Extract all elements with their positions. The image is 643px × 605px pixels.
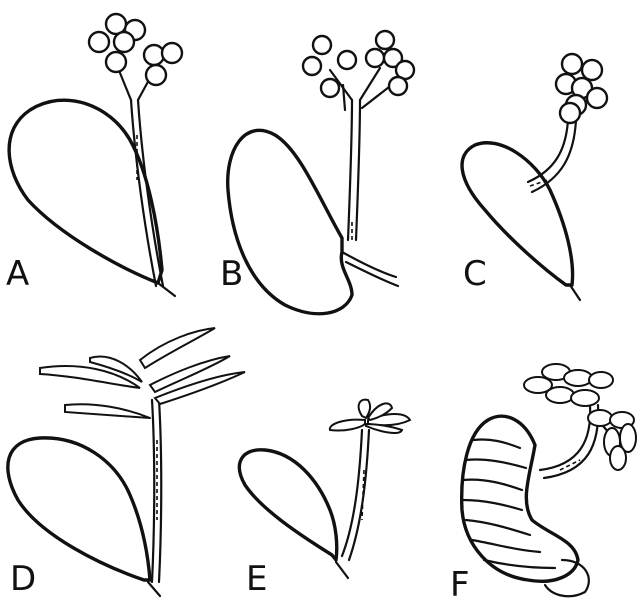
panel-b-label: B: [220, 254, 243, 294]
panel-a-bulbil: [106, 52, 126, 72]
panel-c-bulbil: [587, 88, 607, 108]
panel-e-stalk-left: [342, 430, 362, 556]
panel-e-leaf-tip: [336, 562, 348, 578]
panel-f-plantlet-leaf: [546, 387, 574, 403]
panel-e: E: [239, 400, 410, 599]
panel-f-plantlet-leaf: [571, 390, 599, 406]
panel-d-label: D: [10, 559, 36, 599]
panel-c-bulbil: [582, 60, 602, 80]
panel-c: C: [462, 54, 607, 300]
panel-b-bulbil: [303, 57, 321, 75]
panel-f-rib: [463, 480, 522, 490]
panel-b-bulbil: [389, 77, 407, 95]
panel-a: A: [6, 14, 182, 296]
panel-a-bulbil: [89, 32, 109, 52]
panel-f-rib: [474, 439, 520, 448]
panel-d-frond: [65, 404, 150, 418]
panel-a-bulbil: [146, 65, 166, 85]
panel-c-bulbil: [560, 103, 580, 123]
panel-e-stalk-right: [349, 430, 369, 560]
panel-b-bulbil: [376, 31, 394, 49]
panel-f-plantlet-leaf: [589, 372, 613, 388]
panel-f-leaf-base: [545, 560, 589, 596]
panel-e-label: E: [246, 559, 267, 599]
panel-b-bulbil: [338, 51, 356, 69]
panel-a-leaf-tip: [158, 283, 175, 296]
panel-b-stalk-right: [356, 100, 360, 240]
panel-a-bulbil: [114, 32, 134, 52]
panel-b-leaf-body: [228, 130, 352, 313]
panel-e-leaf-body: [239, 450, 336, 560]
panel-f-plantlet-leaf: [610, 446, 626, 470]
panel-c-bulbil: [562, 54, 582, 74]
panel-c-label: C: [463, 254, 487, 294]
panel-c-leaf-tip: [570, 285, 580, 300]
panel-d-stalk-right: [159, 400, 161, 582]
panel-e-rosette-leaf: [366, 424, 402, 433]
panel-f-rib: [463, 500, 522, 510]
panel-e-rosette-leaf: [359, 400, 371, 418]
panel-d-stalk-left: [152, 400, 154, 582]
panel-f-label: F: [450, 565, 470, 605]
panel-f: F: [450, 364, 636, 605]
panel-c-stalk-lower: [532, 120, 576, 192]
panel-b: B: [220, 31, 414, 314]
panel-a-stalk-left: [131, 100, 156, 286]
panel-f-plantlet-leaf: [588, 410, 612, 426]
panel-f-rib: [466, 459, 526, 468]
panel-f-plantlet-leaf: [564, 370, 592, 386]
panel-c-stalk-upper: [528, 120, 568, 182]
panel-d-leaf-tip: [148, 582, 160, 596]
panel-e-rosette-leaf: [330, 420, 365, 431]
panel-b-stalk-left: [348, 100, 352, 240]
panel-b-bulbil: [321, 79, 339, 97]
panel-a-bulbil: [162, 43, 182, 63]
panel-f-rib: [472, 540, 540, 552]
panel-a-branch-left: [118, 68, 131, 100]
panel-a-label: A: [6, 254, 29, 294]
panel-f-rib: [466, 520, 530, 535]
panel-f-leaf-body: [462, 416, 578, 581]
panel-b-bulbil: [366, 49, 384, 67]
panel-d: D: [8, 328, 245, 599]
panel-b-bulbil: [313, 36, 331, 54]
